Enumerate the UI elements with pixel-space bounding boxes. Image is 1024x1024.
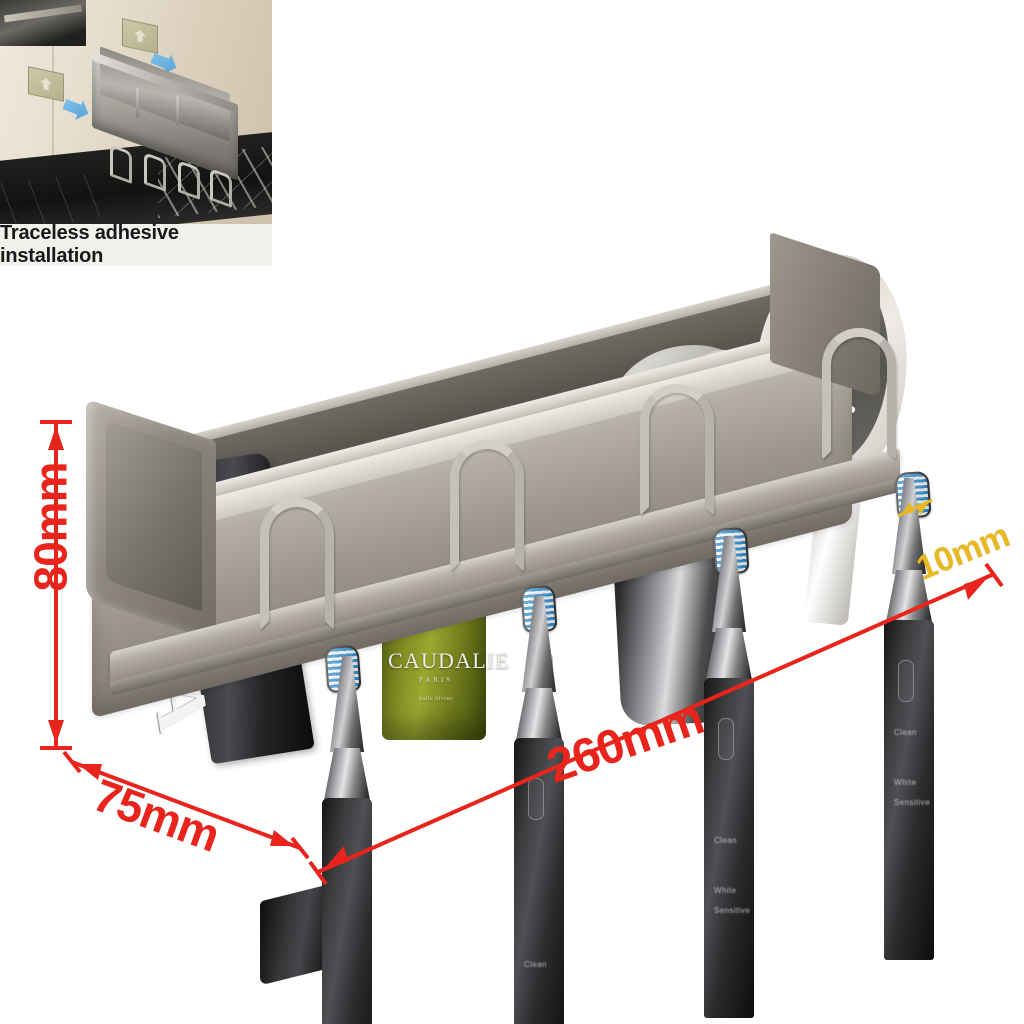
wire-loop <box>640 384 714 516</box>
toothbrush-mode-label: Sensitive <box>894 798 931 807</box>
shelf-organizer: CAUDALIE PARIS huile divine STA whitenin… <box>70 232 932 986</box>
toothbrush-mode-label: White <box>894 778 917 787</box>
toothbrush-body <box>322 798 372 1024</box>
dimension-line-height <box>40 420 72 750</box>
toothbrush-body: Clean White Sensitive <box>704 678 754 1018</box>
caddy-left-end-inner <box>106 420 202 612</box>
rack-wire-loop <box>110 143 132 185</box>
toothbrush-mode-label: White <box>714 886 737 895</box>
serum-label: CAUDALIE PARIS huile divine <box>388 648 509 702</box>
toothbrush-shoulder <box>886 570 932 622</box>
rack-wire-loop <box>144 151 166 193</box>
rack-divider <box>136 87 139 119</box>
toothbrush-mode-label: Clean <box>714 836 737 845</box>
wire-loop <box>450 440 524 572</box>
inset-shelf-rack <box>92 46 242 209</box>
toothbrush-power-button <box>528 778 544 820</box>
toothbrush-mode-label: Clean <box>894 728 917 737</box>
inset-caption: Traceless adhesive installation <box>0 222 272 266</box>
installation-inset-panel: Traceless adhesive installation <box>0 0 272 266</box>
serum-brand: CAUDALIE <box>388 648 511 673</box>
toothbrush-body: Clean <box>514 738 564 1024</box>
toothbrush-mode-label: Clean <box>524 960 547 969</box>
toothbrush-power-button <box>898 660 914 702</box>
toothbrush-mode-label: Sensitive <box>714 906 751 915</box>
toothbrush-body: Clean White Sensitive <box>884 620 934 960</box>
wire-loop <box>822 328 896 460</box>
toothbrush-power-button <box>718 718 734 760</box>
rack-wire-loop <box>178 159 200 201</box>
dimension-label-gap: 10mm <box>911 516 1015 588</box>
wire-loop <box>260 498 334 630</box>
inset-photo <box>0 0 272 224</box>
serum-fine-print: huile divine <box>418 696 454 702</box>
mirror-frame <box>0 0 86 46</box>
serum-brand-sub: PARIS <box>418 676 454 684</box>
rack-divider <box>176 95 179 127</box>
